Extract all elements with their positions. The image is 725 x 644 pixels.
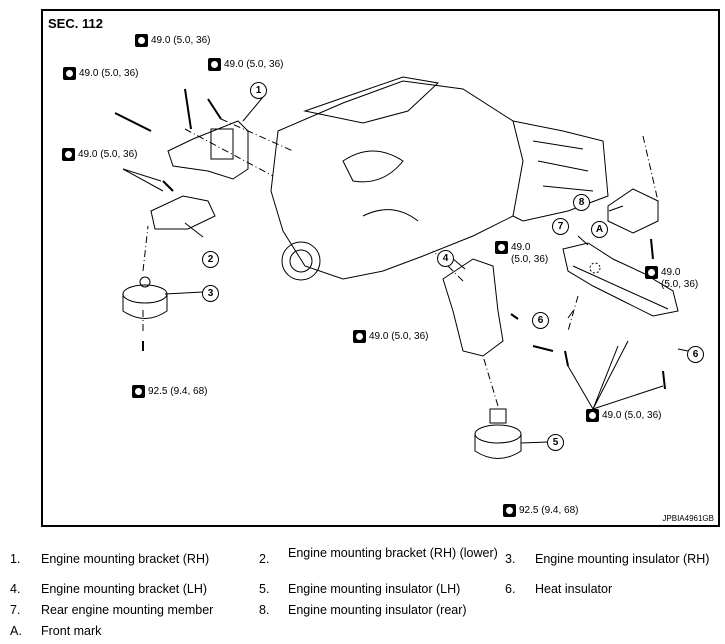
torque-wrench-icon (208, 58, 221, 71)
callout-2: 2 (202, 251, 219, 268)
torque-wrench-icon (132, 385, 145, 398)
callout-8: 8 (573, 194, 590, 211)
engine-mounting-insulator-rh (122, 284, 168, 304)
callout-6: 6 (687, 346, 704, 363)
section-number: SEC. 112 (48, 16, 103, 31)
torque-wrench-icon (586, 409, 599, 422)
torque-wrench-icon (135, 34, 148, 47)
crank-pulley (281, 241, 321, 281)
engine-mounting-bracket-lh (442, 258, 504, 357)
torque-spec: 49.0 (5.0, 36) (353, 330, 428, 343)
torque-spec: 49.0 (5.0, 36) (135, 34, 210, 47)
exploded-view-figure: SEC. 112 49.0 (5.0, 36) 49.0 (5.0, 36) 4… (41, 9, 720, 527)
torque-wrench-icon (503, 504, 516, 517)
torque-wrench-icon (63, 67, 76, 80)
callout-7: 7 (552, 218, 569, 235)
torque-wrench-icon (645, 266, 658, 279)
engine-mounting-bracket-rh (167, 120, 249, 180)
callout-6: 6 (532, 312, 549, 329)
torque-spec: 92.5 (9.4, 68) (132, 385, 207, 398)
callout-1: 1 (250, 82, 267, 99)
torque-wrench-icon (495, 241, 508, 254)
callout-3: 3 (202, 285, 219, 302)
callout-5: 5 (547, 434, 564, 451)
figure-code: JPBIA4961GB (662, 514, 714, 523)
callout-4: 4 (437, 250, 454, 267)
callout-front-mark: A (591, 221, 608, 238)
engine-mounting-bracket-rh-lower (150, 195, 216, 230)
engine-mounting-insulator-lh (474, 424, 522, 444)
transmission-case (512, 120, 609, 222)
torque-spec: 49.0 (5.0, 36) (645, 266, 698, 290)
torque-spec: 92.5 (9.4, 68) (503, 504, 578, 517)
torque-wrench-icon (353, 330, 366, 343)
engine-mounting-insulator-rear (607, 188, 659, 234)
torque-spec: 49.0 (5.0, 36) (586, 409, 661, 422)
rear-engine-mounting-member (562, 242, 679, 317)
mounting-diagram-drawing (114, 76, 694, 459)
torque-spec: 49.0 (5.0, 36) (208, 58, 283, 71)
torque-spec: 49.0 (5.0, 36) (63, 67, 138, 80)
torque-wrench-icon (62, 148, 75, 161)
torque-spec: 49.0 (5.0, 36) (62, 148, 137, 161)
engine-block (270, 80, 524, 280)
torque-spec: 49.0 (5.0, 36) (495, 241, 548, 265)
